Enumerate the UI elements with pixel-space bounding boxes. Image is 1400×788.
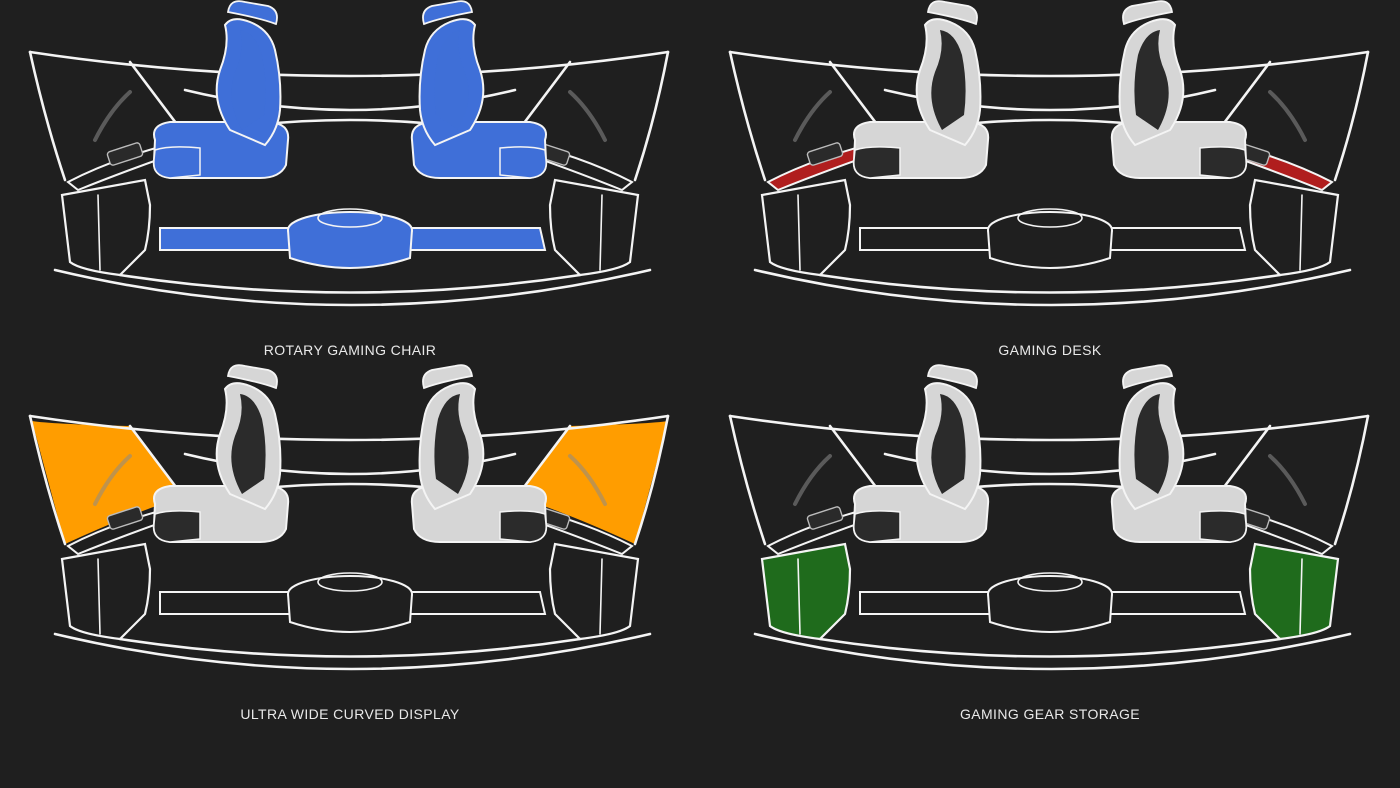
rotary-base-side — [987, 229, 1113, 269]
right-storage-cabinet — [548, 178, 640, 277]
left-storage-divider — [797, 558, 801, 635]
right-storage-cabinet — [1248, 542, 1340, 641]
left-device-icon — [806, 506, 844, 530]
left-device-icon — [106, 142, 144, 166]
rotary-base-side — [287, 593, 413, 633]
sketch-rotary-gaming-chair — [28, 0, 670, 307]
caption-gaming-gear-storage: GAMING GEAR STORAGE — [959, 706, 1141, 722]
chair-icon — [852, 0, 990, 179]
right-storage-cabinet — [1248, 178, 1340, 277]
floor-front-arc — [53, 632, 652, 671]
caption-rotary-gaming-chair: ROTARY GAMING CHAIR — [263, 342, 437, 358]
frame-top-arc — [728, 50, 1370, 78]
floor-front-arc — [753, 632, 1352, 671]
rotary-base-hub — [317, 572, 383, 592]
chair-icon — [1110, 0, 1248, 179]
right-storage-divider — [1299, 558, 1303, 635]
chair-icon — [410, 364, 548, 543]
left-device-icon — [806, 142, 844, 166]
sketch-gaming-gear-storage — [728, 364, 1370, 671]
frame-top-arc — [728, 414, 1370, 442]
right-storage-cabinet — [548, 542, 640, 641]
right-storage-divider — [599, 194, 603, 271]
floor-inner-arc — [818, 273, 1282, 294]
rotary-base-hub — [317, 208, 383, 228]
sketch-ultra-wide-curved-display — [28, 364, 670, 671]
glass-reflection-left — [93, 454, 132, 506]
left-storage-cabinet — [60, 178, 152, 277]
glass-reflection-right — [568, 90, 607, 142]
glass-reflection-right — [568, 454, 607, 506]
floor-front-arc — [53, 268, 652, 307]
left-storage-divider — [97, 558, 101, 635]
frame-right-edge — [1333, 414, 1370, 546]
chair-icon — [410, 0, 548, 179]
caption-gaming-desk: GAMING DESK — [998, 342, 1102, 358]
caption-ultra-wide-curved-display: ULTRA WIDE CURVED DISPLAY — [240, 706, 460, 722]
panel-gaming-desk: GAMING DESK — [700, 0, 1400, 394]
frame-left-edge — [28, 414, 67, 546]
glass-reflection-left — [793, 90, 832, 142]
frame-left-edge — [28, 50, 67, 182]
frame-top-arc — [28, 414, 670, 442]
frame-right-edge — [633, 414, 670, 546]
glass-reflection-left — [793, 454, 832, 506]
glass-reflection-right — [1268, 90, 1307, 142]
chair-icon — [152, 364, 290, 543]
left-storage-divider — [97, 194, 101, 271]
rotary-base-side — [987, 593, 1113, 633]
frame-left-edge — [728, 50, 767, 182]
floor-inner-arc — [818, 637, 1282, 658]
floor-front-arc — [753, 268, 1352, 307]
left-storage-divider — [797, 194, 801, 271]
right-storage-divider — [599, 558, 603, 635]
frame-top-arc — [28, 50, 670, 78]
rotary-base-hub — [1017, 208, 1083, 228]
chair-platform — [859, 227, 1247, 251]
chair-icon — [152, 0, 290, 179]
rotary-base-side — [287, 229, 413, 269]
chair-icon — [852, 364, 990, 543]
rotary-base-hub — [1017, 572, 1083, 592]
panel-ultra-wide-curved-display: ULTRA WIDE CURVED DISPLAY — [0, 364, 700, 758]
glass-reflection-left — [93, 90, 132, 142]
frame-left-edge — [728, 414, 767, 546]
chair-icon — [1110, 364, 1248, 543]
panel-rotary-gaming-chair: ROTARY GAMING CHAIR — [0, 0, 700, 394]
left-storage-cabinet — [60, 542, 152, 641]
panel-gaming-gear-storage: GAMING GEAR STORAGE — [700, 364, 1400, 758]
glass-reflection-right — [1268, 454, 1307, 506]
left-storage-cabinet — [760, 178, 852, 277]
chair-platform — [859, 591, 1247, 615]
right-storage-divider — [1299, 194, 1303, 271]
left-storage-cabinet — [760, 542, 852, 641]
frame-right-edge — [633, 50, 670, 182]
floor-inner-arc — [118, 273, 582, 294]
frame-right-edge — [1333, 50, 1370, 182]
sketch-gaming-desk — [728, 0, 1370, 307]
chair-platform — [159, 591, 547, 615]
left-device-icon — [106, 506, 144, 530]
floor-inner-arc — [118, 637, 582, 658]
